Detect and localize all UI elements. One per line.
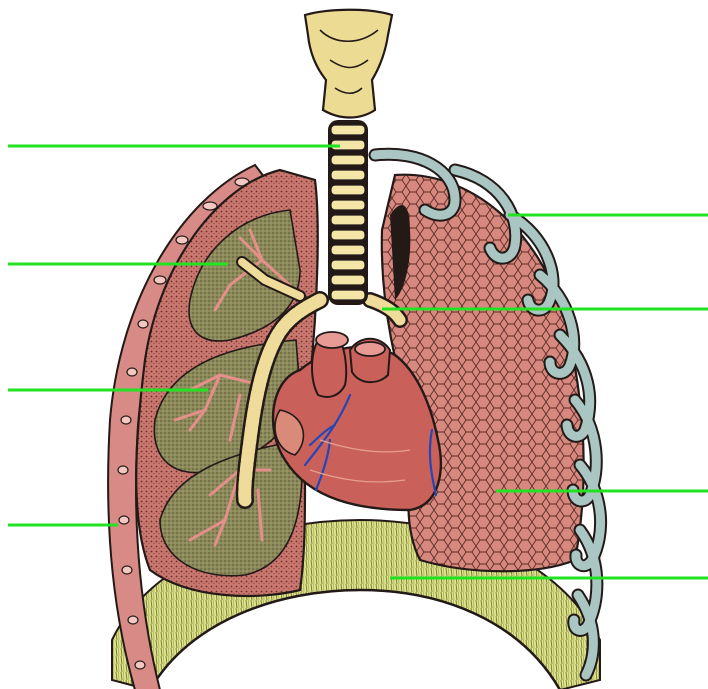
larynx [305, 10, 392, 118]
trachea [328, 120, 368, 305]
